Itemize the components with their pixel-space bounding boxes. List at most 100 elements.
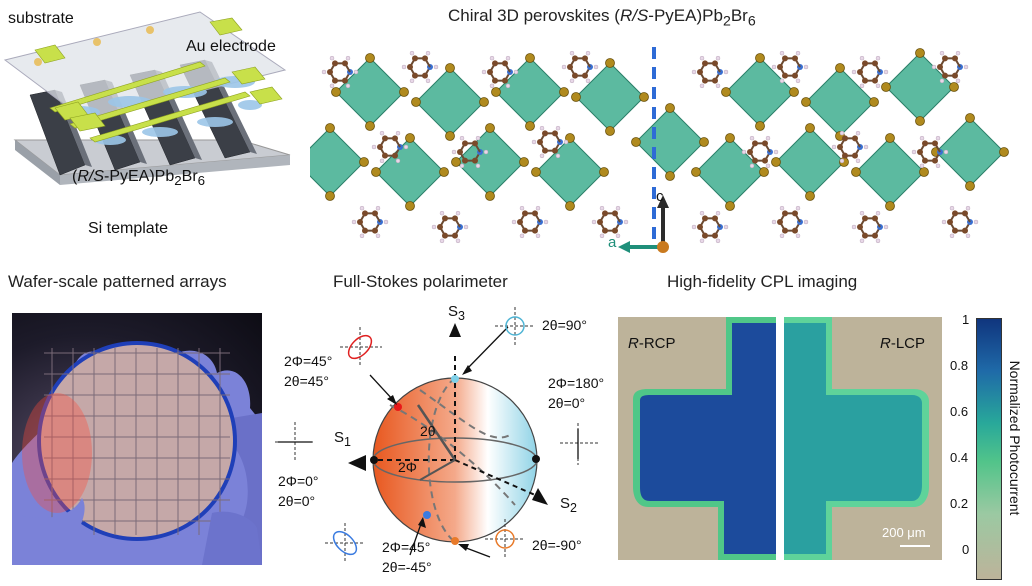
wafer-photo — [12, 313, 262, 565]
br-atom — [631, 137, 641, 147]
colorbar-label: Normalized Photocurrent — [1007, 360, 1023, 516]
organic-cation — [431, 210, 469, 244]
organic-cation — [851, 55, 889, 89]
br-atom — [691, 167, 701, 177]
organic-cation — [771, 205, 809, 239]
poincare-sphere: S3 S1 S2 2θ 2Φ 2θ=90° 2Φ=45° 2θ=45° 2Φ=1… — [270, 295, 610, 581]
meridian-dashed — [427, 377, 456, 543]
br-atom — [365, 121, 375, 131]
organic-cation — [511, 205, 549, 239]
br-atom — [771, 157, 781, 167]
two-theta-center: 2θ — [420, 423, 436, 439]
cb-tick-0: 0 — [962, 542, 970, 557]
br-atom — [639, 92, 649, 102]
br-atom — [835, 63, 845, 73]
br-atom — [919, 167, 929, 177]
colorbar-ticks: 1 0.8 0.6 0.4 0.2 0 — [946, 312, 974, 582]
br-atom — [531, 167, 541, 177]
poincare-sphere-drawing — [275, 307, 600, 563]
br-atom — [885, 133, 895, 143]
cpl-imaging-title: High-fidelity CPL imaging — [667, 272, 858, 291]
br-atom — [525, 121, 535, 131]
br-atom — [851, 167, 861, 177]
s1-arrow — [348, 455, 366, 471]
br-atom — [519, 157, 529, 167]
point-s1 — [370, 456, 378, 464]
br-atom — [485, 123, 495, 133]
br-atom — [359, 157, 369, 167]
point-s1-neg — [532, 455, 540, 463]
polarimeter-title: Full-Stokes polarimeter — [333, 272, 508, 291]
cpl-image-rcp: R-RCP — [618, 317, 776, 560]
axis-indicator: c a — [608, 188, 678, 260]
br-atom — [869, 97, 879, 107]
organic-cation — [851, 210, 889, 244]
organic-cation — [691, 55, 729, 89]
device-schematic-drawing — [3, 11, 291, 185]
octahedron — [495, 57, 565, 127]
left-top-theta-label: 2θ=45° — [284, 373, 329, 389]
state-vector — [416, 404, 457, 461]
br-atom — [665, 171, 675, 181]
organic-cation — [691, 210, 729, 244]
br-atom — [365, 53, 375, 63]
br-atom — [725, 133, 735, 143]
octahedron — [375, 137, 445, 207]
crystal-structure-title: Chiral 3D perovskites (R/S-PyEA)Pb2Br6 — [448, 6, 756, 30]
projection-vector — [419, 459, 456, 481]
br-atom — [571, 92, 581, 102]
br-atom — [399, 87, 409, 97]
s2-label: S2 — [560, 495, 577, 515]
cb-tick-02: 0.2 — [950, 496, 969, 511]
cb-tick-08: 0.8 — [950, 358, 969, 373]
octahedron — [635, 107, 705, 177]
cb-tick-04: 0.4 — [950, 450, 969, 465]
organic-cation — [321, 55, 359, 89]
lcp-cross — [784, 317, 929, 560]
cb-tick-06: 0.6 — [950, 404, 969, 419]
organic-cation — [741, 135, 779, 169]
left-top-phi-label: 2Φ=45° — [284, 353, 333, 369]
substrate-label: substrate — [8, 10, 74, 27]
br-atom — [665, 103, 675, 113]
scalebar — [900, 545, 930, 547]
br-atom — [439, 167, 449, 177]
organic-cation — [481, 55, 519, 89]
br-atom — [525, 53, 535, 63]
br-atom — [411, 97, 421, 107]
s3-label: S3 — [448, 303, 465, 323]
br-atom — [325, 123, 335, 133]
bottom-theta-label: 2θ=-90° — [532, 537, 582, 553]
br-atom — [485, 191, 495, 201]
organic-cation — [371, 130, 409, 164]
br-atom — [915, 48, 925, 58]
br-atom — [451, 157, 461, 167]
br-atom — [759, 167, 769, 177]
organic-cation — [931, 50, 969, 84]
s2-axis — [454, 459, 536, 496]
cpl-image-lcp: R-LCP 200 μm — [784, 317, 942, 560]
br-atom — [725, 201, 735, 211]
br-atom — [605, 58, 615, 68]
br-atom — [949, 82, 959, 92]
right-phi-label: 2Φ=180° — [548, 375, 605, 391]
br-atom — [325, 191, 335, 201]
organic-cation — [401, 50, 439, 84]
br-atom — [371, 167, 381, 177]
br-atom — [721, 87, 731, 97]
point-s3 — [451, 375, 459, 383]
two-phi-center: 2Φ — [398, 459, 417, 475]
s2-arrow — [532, 488, 548, 505]
si-template-label: Si template — [88, 220, 169, 237]
s1-label: S1 — [334, 429, 351, 449]
bottom-left-phi-label: 2Φ=45° — [382, 539, 431, 555]
organic-cation — [351, 205, 389, 239]
organic-cation — [451, 135, 489, 169]
arc-dashed — [419, 389, 511, 439]
lcp-label: R-LCP — [880, 335, 926, 352]
top-theta-label: 2θ=90° — [542, 317, 587, 333]
br-atom — [801, 97, 811, 107]
scalebar-label: 200 μm — [882, 525, 926, 540]
br-atom — [565, 201, 575, 211]
axis-a-label: a — [608, 234, 617, 251]
